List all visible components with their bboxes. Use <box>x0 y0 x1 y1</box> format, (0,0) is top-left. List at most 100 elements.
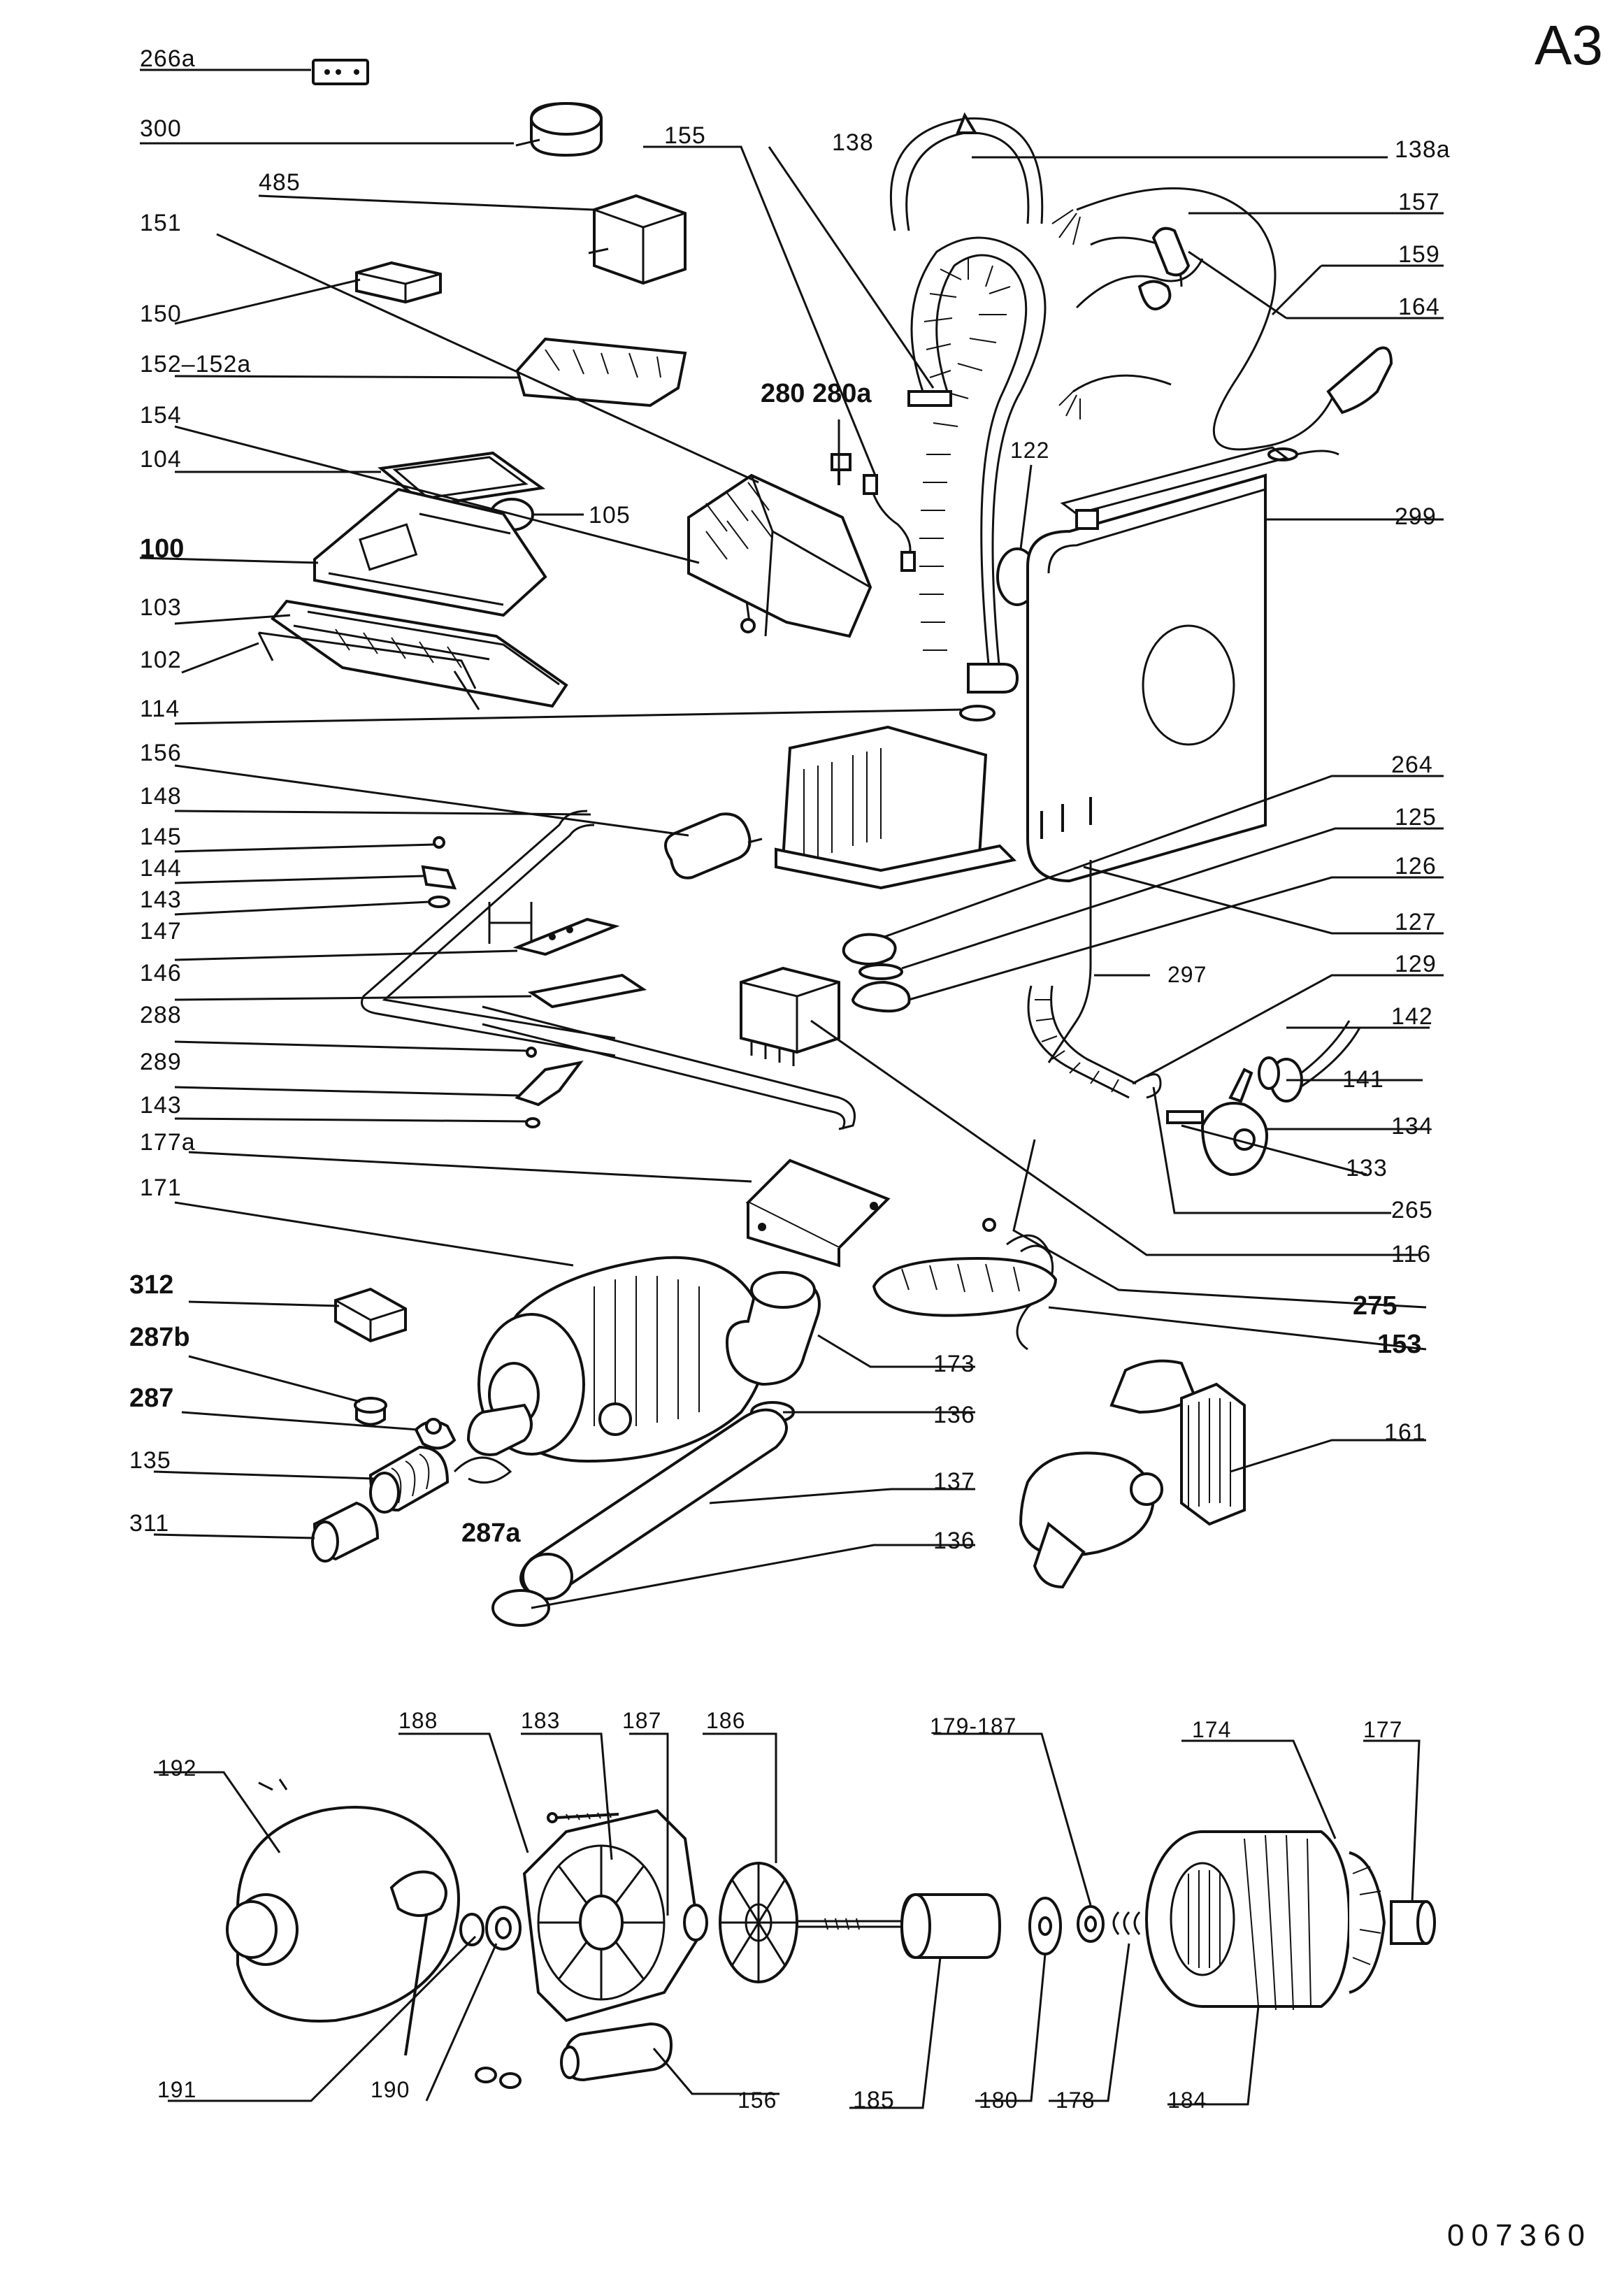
part-177 <box>1390 1900 1436 1945</box>
label-144: 144 <box>140 855 182 882</box>
label-129: 129 <box>1395 951 1437 977</box>
label-266a: 266a <box>140 45 196 72</box>
part-lower-nuts <box>475 2067 522 2089</box>
part-287b <box>354 1397 387 1426</box>
label-180: 180 <box>979 2088 1018 2113</box>
label-137: 137 <box>933 1468 975 1495</box>
part-127 <box>851 980 911 1013</box>
part-152 <box>515 337 687 408</box>
label-287: 287 <box>129 1384 173 1413</box>
label-178: 178 <box>1056 2088 1095 2113</box>
part-485 <box>588 194 687 285</box>
part-177a <box>745 1158 891 1267</box>
label-143-b: 143 <box>140 1092 182 1119</box>
leader-lines <box>139 69 1444 2109</box>
part-103-102 <box>257 599 568 710</box>
label-142: 142 <box>1391 1003 1433 1030</box>
label-312: 312 <box>129 1270 173 1300</box>
sheet-corner-label: A3 <box>1535 14 1603 76</box>
label-311: 311 <box>129 1510 169 1537</box>
part-180 <box>1028 1897 1062 1955</box>
part-185 <box>900 1893 1002 1959</box>
part-141 <box>1258 1056 1280 1090</box>
part-265 <box>1146 1073 1162 1099</box>
drawing-number: 007360 <box>1447 2218 1592 2253</box>
label-155: 155 <box>664 122 706 149</box>
label-164: 164 <box>1398 294 1440 320</box>
label-125: 125 <box>1395 804 1437 831</box>
part-100 <box>313 487 547 617</box>
label-177: 177 <box>1363 1717 1402 1742</box>
label-188: 188 <box>398 1708 438 1733</box>
label-103: 103 <box>140 594 182 621</box>
part-188 <box>522 1809 701 2023</box>
part-191 <box>459 1913 484 1946</box>
part-143-b <box>525 1117 540 1128</box>
label-146: 146 <box>140 960 182 986</box>
label-141: 141 <box>1342 1066 1384 1093</box>
label-171: 171 <box>140 1175 182 1201</box>
part-187 <box>683 1904 708 1941</box>
label-145: 145 <box>140 824 182 850</box>
label-126: 126 <box>1395 853 1437 879</box>
label-191: 191 <box>157 2077 196 2102</box>
label-147: 147 <box>140 918 182 945</box>
label-177a: 177a <box>140 1129 196 1156</box>
label-288: 288 <box>140 1002 182 1028</box>
label-157: 157 <box>1398 189 1440 215</box>
label-138a: 138a <box>1395 136 1451 163</box>
part-transformer <box>775 725 1017 890</box>
part-312 <box>334 1287 407 1343</box>
label-275: 275 <box>1353 1291 1397 1321</box>
label-102: 102 <box>140 647 182 673</box>
label-134: 134 <box>1391 1113 1433 1140</box>
label-105: 105 <box>589 502 631 529</box>
part-266a <box>312 59 369 85</box>
label-156-lower: 156 <box>738 2088 777 2113</box>
label-190: 190 <box>371 2077 410 2102</box>
part-174 <box>1349 1851 1386 1994</box>
part-144 <box>421 865 457 890</box>
label-133: 133 <box>1346 1155 1388 1181</box>
label-150: 150 <box>140 301 182 327</box>
part-186 <box>719 1862 798 1983</box>
label-299: 299 <box>1395 503 1437 530</box>
label-289: 289 <box>140 1049 182 1075</box>
label-485: 485 <box>259 169 301 196</box>
label-173: 173 <box>933 1351 975 1377</box>
label-174: 174 <box>1192 1717 1231 1742</box>
label-192: 192 <box>157 1755 196 1781</box>
part-156-lower <box>560 2022 673 2082</box>
part-311 <box>311 1501 380 1563</box>
label-159: 159 <box>1398 241 1440 268</box>
label-297: 297 <box>1167 962 1207 987</box>
part-small-screw <box>982 1218 996 1232</box>
label-264: 264 <box>1391 752 1433 778</box>
label-100: 100 <box>140 534 184 563</box>
part-287a <box>453 1456 512 1484</box>
part-116 <box>740 966 840 1066</box>
label-127: 127 <box>1395 909 1437 935</box>
part-125 <box>858 963 903 980</box>
label-179-187: 179-187 <box>930 1714 1016 1739</box>
label-187: 187 <box>622 1708 661 1733</box>
label-265: 265 <box>1391 1197 1433 1223</box>
part-297 <box>1047 860 1092 1063</box>
label-156-upper: 156 <box>140 740 182 766</box>
part-134-133 <box>1166 1068 1268 1177</box>
part-148 <box>361 810 616 1057</box>
part-135 <box>368 1445 450 1514</box>
part-labels: 266a 300 485 151 150 152–152a 154 104 10… <box>129 45 1451 2113</box>
label-287b: 287b <box>129 1323 190 1352</box>
part-156-upper <box>664 812 763 879</box>
part-138 <box>907 236 1047 694</box>
label-138: 138 <box>832 129 874 156</box>
part-264 <box>842 933 897 965</box>
label-184: 184 <box>1167 2088 1207 2113</box>
part-138a <box>889 112 1044 231</box>
label-287a: 287a <box>461 1518 521 1548</box>
label-161: 161 <box>1384 1419 1426 1446</box>
label-151: 151 <box>140 210 182 236</box>
part-heating-rods <box>482 1005 856 1130</box>
